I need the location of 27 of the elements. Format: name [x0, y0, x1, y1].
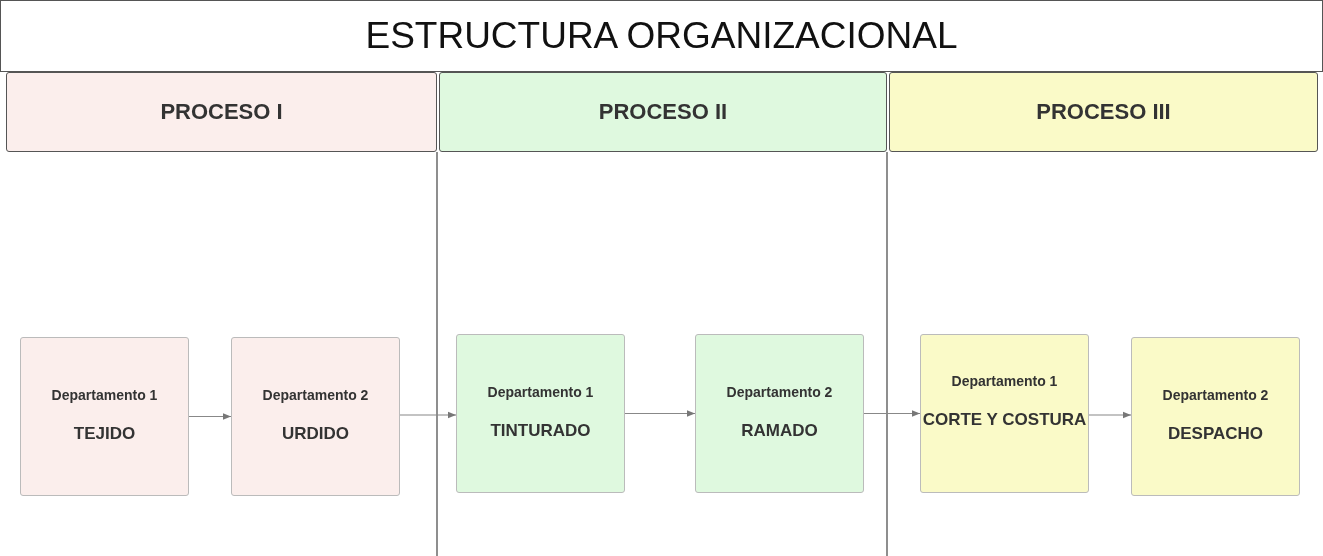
department-number: Departamento 1: [951, 373, 1058, 389]
department-name: RAMADO: [741, 420, 818, 443]
department-number: Departamento 2: [1162, 387, 1269, 404]
department-box: [456, 334, 625, 493]
department-name: TINTURADO: [490, 420, 591, 443]
department-box: [695, 334, 864, 493]
department-box: [231, 337, 400, 496]
department-name: CORTE Y COSTURA: [922, 409, 1087, 431]
department-number: Departamento 2: [262, 387, 369, 404]
department-number: Departamento 1: [51, 387, 158, 404]
department-number: Departamento 1: [487, 384, 594, 401]
department-box: [1131, 337, 1300, 496]
process-header: PROCESO I: [6, 72, 437, 152]
department-box: [920, 334, 1089, 493]
department-box: [20, 337, 189, 496]
arrow: [863, 410, 921, 417]
process-header: PROCESO II: [439, 72, 887, 152]
department-number: Departamento 2: [726, 384, 833, 401]
department-name: DESPACHO: [1167, 423, 1264, 446]
arrow: [1088, 411, 1132, 419]
arrow: [188, 413, 232, 420]
department-name: TEJIDO: [73, 423, 136, 446]
department-name: URDIDO: [281, 423, 350, 446]
arrow: [624, 410, 696, 417]
process-header: PROCESO III: [889, 72, 1318, 152]
arrow: [399, 411, 457, 419]
title: ESTRUCTURA ORGANIZACIONAL: [0, 0, 1323, 72]
